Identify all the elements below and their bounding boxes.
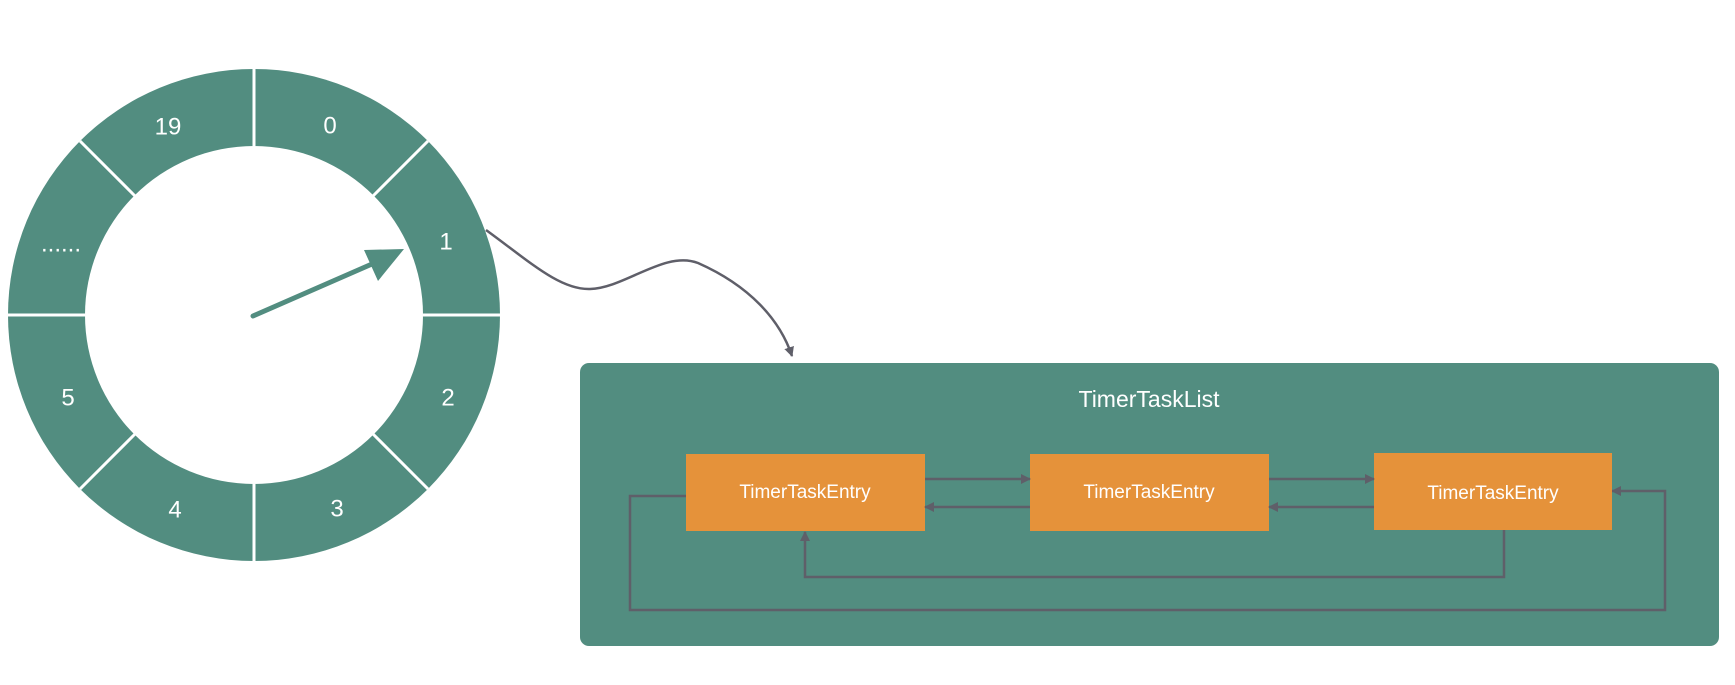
slot-label-0: 0 — [323, 112, 336, 139]
slot-label-ellipsis: ...... — [41, 230, 81, 257]
wheel-pointer-arrow — [250, 249, 404, 319]
task-entry-box-2 — [1030, 454, 1269, 531]
slot-label-5: 5 — [61, 384, 74, 411]
slot-label-3: 3 — [330, 495, 343, 522]
tail-to-head-link — [800, 530, 1506, 579]
slot-label-19: 19 — [155, 113, 182, 140]
slot-to-list-connector — [485, 228, 794, 357]
timing-wheel: 0 1 2 3 4 5 ...... 19 — [8, 69, 500, 561]
task-list-title: TimerTaskList — [1079, 386, 1221, 412]
head-to-tail-link — [628, 486, 1667, 612]
slot-label-4: 4 — [168, 496, 181, 523]
task-entry-label-1: TimerTaskEntry — [739, 482, 871, 503]
task-entry-label-3: TimerTaskEntry — [1427, 483, 1559, 504]
timer-task-list: TimerTaskList TimerTaskEntry TimerTaskEn… — [580, 363, 1719, 646]
task-entry-box-1 — [686, 454, 925, 531]
task-entry-label-2: TimerTaskEntry — [1083, 482, 1215, 503]
slot-label-1: 1 — [439, 228, 452, 255]
task-entry-box-3 — [1374, 453, 1612, 530]
slot-label-2: 2 — [441, 384, 454, 411]
wheel-dividers — [8, 69, 500, 561]
